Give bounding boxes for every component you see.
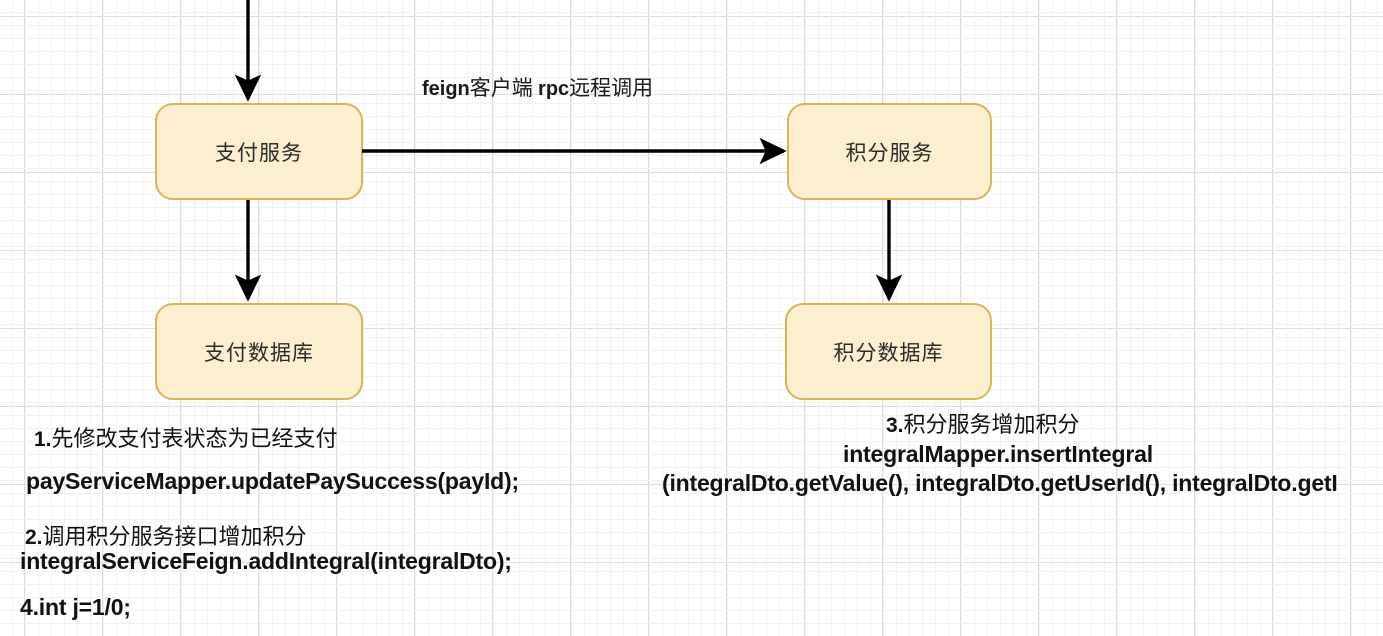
note-step-1-code-text: payServiceMapper.updatePaySuccess(payId)… <box>26 468 519 494</box>
note-step-2-number: 2. <box>25 526 43 549</box>
note-step-3-code-line-2: (integralDto.getValue(), integralDto.get… <box>662 470 1338 497</box>
edge-label-rpc-latin-2: rpc <box>538 78 570 100</box>
note-step-4-number: 4. <box>20 594 39 620</box>
node-integral-service-label: 积分服务 <box>845 140 934 165</box>
node-integral-database-label: 积分数据库 <box>833 340 944 365</box>
note-step-1-text: 先修改支付表状态为已经支付 <box>51 426 338 451</box>
edge-label-rpc: feign客户端 rpc远程调用 <box>422 72 653 102</box>
node-pay-database[interactable]: 支付数据库 <box>155 303 363 400</box>
node-pay-service-label: 支付服务 <box>215 140 303 165</box>
note-step-2-text: 调用积分服务接口增加积分 <box>42 524 307 549</box>
note-step-3-title: 3.积分服务增加积分 <box>886 407 1080 439</box>
note-step-4-code-text: int j=1/0; <box>38 594 131 620</box>
node-integral-service[interactable]: 积分服务 <box>787 103 992 200</box>
note-step-2-code: integralServiceFeign.addIntegral(integra… <box>20 548 512 575</box>
note-step-3-number: 3. <box>886 414 904 437</box>
note-step-2-code-text: integralServiceFeign.addIntegral(integra… <box>20 548 512 574</box>
node-integral-database[interactable]: 积分数据库 <box>785 303 992 400</box>
edge-label-rpc-cn-2: 远程调用 <box>569 76 654 100</box>
node-pay-database-label: 支付数据库 <box>204 340 314 365</box>
edge-label-rpc-cn-1: 客户端 <box>469 76 533 100</box>
note-step-3-code-line-1-text: integralMapper.insertIntegral <box>843 441 1153 467</box>
note-step-1-number: 1. <box>34 428 52 451</box>
note-step-1-title: 1.先修改支付表状态为已经支付 <box>34 421 338 453</box>
note-step-3-text: 积分服务增加积分 <box>903 412 1080 437</box>
node-pay-service[interactable]: 支付服务 <box>155 103 363 200</box>
note-step-3-code-line-2-text: (integralDto.getValue(), integralDto.get… <box>662 470 1338 496</box>
edge-label-rpc-latin-1: feign <box>422 78 470 100</box>
note-step-4: 4.int j=1/0; <box>20 594 131 621</box>
note-step-3-code-line-1: integralMapper.insertIntegral <box>843 441 1153 468</box>
note-step-1-code: payServiceMapper.updatePaySuccess(payId)… <box>26 468 519 495</box>
note-step-2-title: 2.调用积分服务接口增加积分 <box>25 519 307 551</box>
